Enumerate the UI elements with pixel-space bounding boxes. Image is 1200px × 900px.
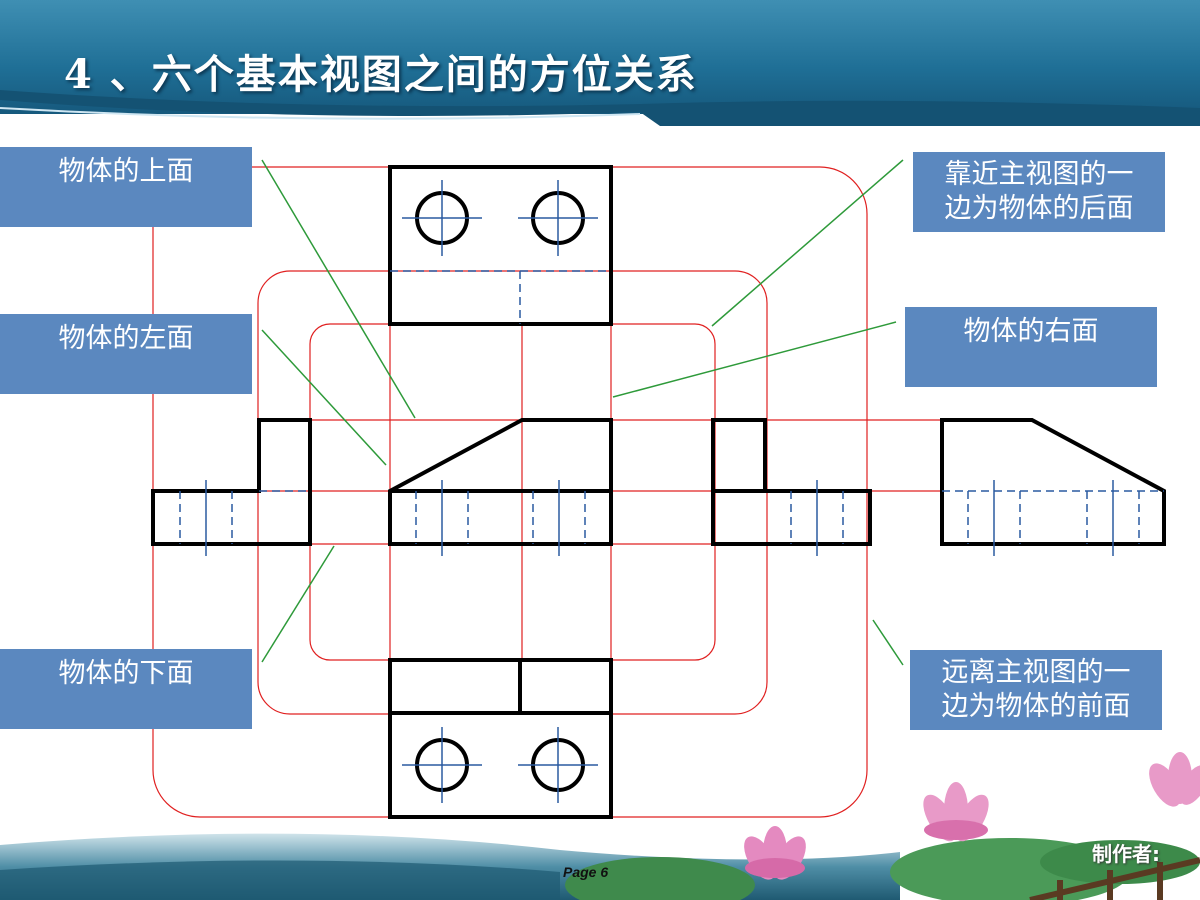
label-bottom-face-text: 物体的下面 (58, 658, 194, 689)
header-banner: 4 、六个基本视图之间的方位关系 (0, 0, 1200, 128)
label-front-face: 远离主视图的一 边为物体的前面 (910, 650, 1162, 730)
leader-lines (261, 159, 904, 666)
label-left-face: 物体的左面 (0, 314, 252, 394)
left-view-outline (711, 418, 872, 546)
slide-title: 4 、六个基本视图之间的方位关系 (64, 51, 698, 98)
middle-frame (257, 270, 768, 715)
label-back-face-line2: 边为物体的后面 (944, 193, 1134, 224)
label-bottom-face: 物体的下面 (0, 649, 252, 729)
label-top-face-text: 物体的上面 (58, 156, 194, 187)
top-view-outline (388, 165, 613, 326)
author-label: 制作者: (1092, 842, 1160, 866)
center-lines (205, 180, 1114, 803)
header-background (0, 0, 1200, 126)
leader-back-face (711, 159, 904, 327)
label-right-face-text: 物体的右面 (963, 316, 1099, 347)
leader-top-face (261, 159, 416, 419)
leader-left-face (261, 329, 387, 466)
bottom-view-outline (388, 658, 613, 819)
label-top-face: 物体的上面 (0, 147, 252, 227)
right-view-outline (151, 418, 312, 546)
leader-right-face (612, 321, 897, 398)
leader-bottom-face (261, 545, 335, 663)
label-front-face-line2: 边为物体的前面 (941, 691, 1131, 722)
label-back-face: 靠近主视图的一 边为物体的后面 (913, 152, 1165, 232)
front-view-outline (388, 418, 613, 546)
leader-front-face (872, 619, 904, 666)
label-left-face-text: 物体的左面 (58, 323, 194, 354)
inner-frame (309, 323, 716, 661)
hidden-lines (179, 270, 1164, 544)
label-front-face-line1: 远离主视图的一 (941, 657, 1131, 688)
rear-view-outline (940, 418, 1166, 546)
label-right-face: 物体的右面 (905, 307, 1157, 387)
page-number: Page 6 (563, 864, 609, 880)
label-back-face-line1: 靠近主视图的一 (944, 159, 1134, 190)
